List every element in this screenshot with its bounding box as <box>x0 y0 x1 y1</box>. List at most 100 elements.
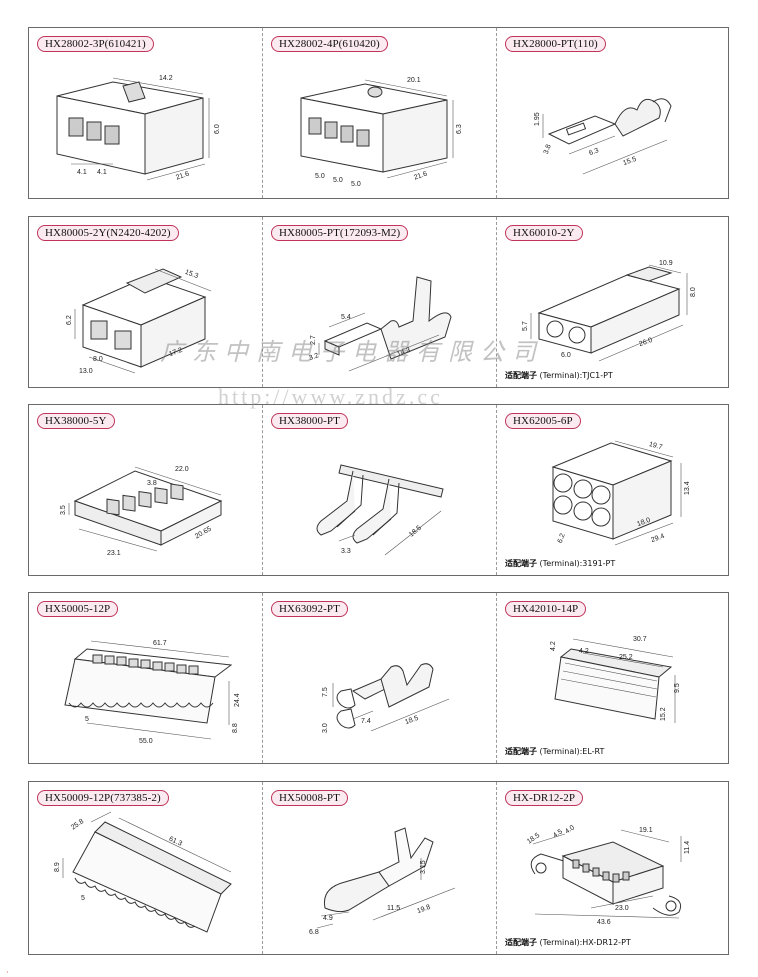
terminal-note: 适配端子 (Terminal):EL-RT <box>505 747 605 756</box>
terminal-strip-drawing: 18.5 3.3 <box>316 464 444 556</box>
dimension-label: 18.0 <box>636 517 651 528</box>
dimension-label: 1.95 <box>534 112 541 126</box>
product-card: HX28002-3P(610421) 14.2 6.0 21.6 4.1 4.1 <box>29 28 262 198</box>
product-label: HX38000-5Y <box>37 413 115 429</box>
connector-drawing-12p: 61.7 24.4 5 55.0 8.8 <box>64 640 241 745</box>
dimension-label: 14.2 <box>159 75 173 82</box>
dimension-label: 21.6 <box>413 170 428 181</box>
product-row-3: HX38000-5Y 22.0 3.8 3.5 23.1 20.65 HX380… <box>28 404 729 576</box>
dimension-label: 23.1 <box>107 550 121 557</box>
product-label: HX80005-2Y(N2420-4202) <box>37 225 179 241</box>
dimension-label: 4.2 <box>550 641 557 651</box>
product-card: HX-DR12-2P 19.1 18.5 4.5 4.0 11.4 <box>496 782 730 954</box>
product-card: HX50005-12P 61.7 24.4 5 55.0 8.8 <box>29 593 262 763</box>
dimension-label: 15.3 <box>184 269 199 280</box>
dimension-label: 61.3 <box>168 836 183 848</box>
dimension-label: 5.0 <box>351 181 361 188</box>
product-card: HX38000-5Y 22.0 3.8 3.5 23.1 20.65 <box>29 405 262 575</box>
dimension-label: 3.8 <box>147 480 157 487</box>
dimension-label: 24.4 <box>234 693 241 707</box>
dimension-label: 4.0 <box>564 824 576 835</box>
product-card: HX50008-PT 3.15 4.9 11.5 19.8 6.8 <box>262 782 496 954</box>
dimension-label: 55.0 <box>139 738 153 745</box>
dimension-label: 8.0 <box>93 356 103 363</box>
dimension-label: 13.4 <box>684 481 691 495</box>
dimension-label: 29.4 <box>650 533 665 544</box>
product-card: HX62005-6P 19.7 13.4 18.0 29.4 6.2 适配端子 … <box>496 405 730 575</box>
product-label: HX62005-6P <box>505 413 581 429</box>
product-label: HX42010-14P <box>505 601 587 617</box>
product-card: HX63092-PT 7.5 7.4 18.5 3.0 <box>262 593 496 763</box>
terminal-note: 适配端子 (Terminal):TJC1-PT <box>505 371 613 380</box>
dimension-label: 6.3 <box>456 124 463 134</box>
product-card: HX28002-4P(610420) 20.1 6.3 21.6 5.0 5.0… <box>262 28 496 198</box>
dimension-label: 5.7 <box>522 321 529 331</box>
dimension-label: 15.2 <box>660 707 667 721</box>
dimension-label: 25.2 <box>619 654 633 661</box>
dimension-label: 3.5 <box>60 505 67 515</box>
dimension-label: 6.0 <box>214 124 221 134</box>
dimension-label: 19.1 <box>639 827 653 834</box>
dimension-label: 3.0 <box>322 723 329 733</box>
product-card: HX80005-PT(172093-M2) 5.4 2.7 3.2 14.3 <box>262 217 496 387</box>
terminal-drawing: 5.4 2.7 3.2 14.3 <box>308 276 452 372</box>
product-card: HX60010-2Y 10.9 8.0 5.7 6.0 26.0 适配端子 (T… <box>496 217 730 387</box>
dimension-label: 22.0 <box>175 466 189 473</box>
dimension-label: 5.0 <box>333 177 343 184</box>
dimension-label: 20.1 <box>407 77 421 84</box>
product-label: HX38000-PT <box>271 413 348 429</box>
connector-drawing-dr12: 19.1 18.5 4.5 4.0 11.4 23.0 43.6 <box>526 824 691 926</box>
product-card: HX42010-14P 30.7 4.2 4.2 25.2 9.5 15.2 适… <box>496 593 730 763</box>
product-row-2: HX80005-2Y(N2420-4202) 15.3 6.2 8.0 13.0… <box>28 216 729 388</box>
dimension-label: 25.8 <box>70 818 85 832</box>
connector-drawing-2y: 15.3 6.2 8.0 13.0 17.2 <box>66 268 212 375</box>
terminal-note: 适配端子 (Terminal):3191-PT <box>505 559 616 568</box>
dimension-label: 11.5 <box>387 905 400 912</box>
dimension-label: 61.7 <box>153 640 167 647</box>
dimension-label: 5 <box>85 716 89 723</box>
product-label: HX28002-4P(610420) <box>271 36 388 52</box>
dimension-label: 19.8 <box>416 904 431 915</box>
dimension-label: 6.8 <box>309 929 319 936</box>
product-card: HX28000-PT(110) 1.95 3.8 6.3 15.5 <box>496 28 730 198</box>
dimension-label: 15.5 <box>622 156 637 167</box>
dimension-label: 4.2 <box>579 648 589 655</box>
connector-drawing-2y-round: 10.9 8.0 5.7 6.0 26.0 <box>522 260 697 362</box>
dimension-label: 7.5 <box>322 687 329 697</box>
product-label: HX28000-PT(110) <box>505 36 606 52</box>
url-watermark: http://www.zndz.cc <box>218 384 443 409</box>
product-card: HX50009-12P(737385-2) 61.3 25.8 8.9 5 <box>29 782 262 954</box>
dimension-label: 23.0 <box>615 905 629 912</box>
connector-drawing-5y: 22.0 3.8 3.5 23.1 20.65 <box>60 466 223 557</box>
product-row-4: HX50005-12P 61.7 24.4 5 55.0 8.8 HX63092… <box>28 592 729 764</box>
product-card: HX80005-2Y(N2420-4202) 15.3 6.2 8.0 13.0… <box>29 217 262 387</box>
connector-drawing-14p: 30.7 4.2 4.2 25.2 9.5 15.2 <box>550 636 681 723</box>
dimension-label: 3.3 <box>341 548 351 555</box>
dimension-label: 3.8 <box>543 143 553 155</box>
dimension-label: 8.0 <box>690 287 697 297</box>
dimension-label: 14.3 <box>396 347 411 358</box>
dimension-label: 26.0 <box>638 337 653 348</box>
company-watermark: 广东中南电子电器有限公司 <box>160 338 544 366</box>
terminal-note: 适配端子 (Terminal):HX-DR12-PT <box>505 938 631 947</box>
product-label: HX80005-PT(172093-M2) <box>271 225 409 241</box>
dimension-label: 30.7 <box>633 636 647 643</box>
dimension-label: 3.15 <box>420 860 427 874</box>
dimension-label: 18.5 <box>404 715 419 726</box>
dimension-label: 6.3 <box>588 147 600 157</box>
dimension-label: 5 <box>81 895 85 902</box>
dimension-label: 4.1 <box>77 169 87 176</box>
product-label: HX-DR12-2P <box>505 790 584 806</box>
connector-drawing-4p: 20.1 6.3 21.6 5.0 5.0 5.0 <box>300 77 463 188</box>
product-row-1: HX28002-3P(610421) 14.2 6.0 21.6 4.1 4.1… <box>28 27 729 199</box>
dimension-label: 8.8 <box>232 723 239 733</box>
dimension-label: 10.9 <box>659 260 673 267</box>
product-label: HX63092-PT <box>271 601 348 617</box>
dimension-label: 4.1 <box>97 169 107 176</box>
product-card: HX38000-PT 18.5 3.3 <box>262 405 496 575</box>
dimension-label: 6.2 <box>557 532 567 544</box>
dimension-label: 6.0 <box>561 352 571 359</box>
terminal-drawing: 7.5 7.4 18.5 3.0 <box>322 663 450 733</box>
dimension-label: 7.4 <box>361 718 371 725</box>
terminal-drawing: 1.95 3.8 6.3 15.5 <box>534 98 672 175</box>
